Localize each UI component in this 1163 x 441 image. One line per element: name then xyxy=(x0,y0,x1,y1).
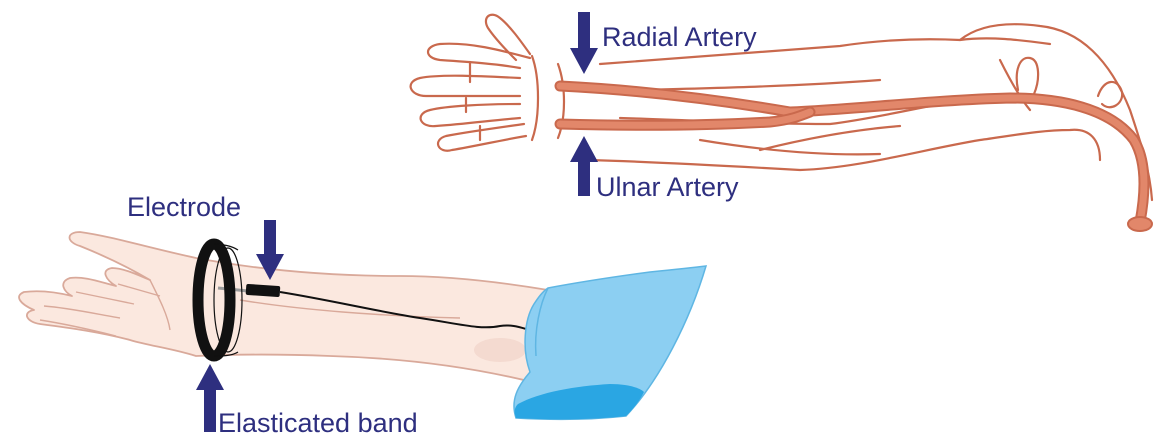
electrode-label: Electrode xyxy=(127,192,241,222)
ulnar-artery-pointer-icon xyxy=(570,136,598,196)
radial-artery-label: Radial Artery xyxy=(602,22,757,52)
radial-artery-pointer-icon xyxy=(570,12,598,74)
ulnar-artery-label: Ulnar Artery xyxy=(596,172,739,202)
elasticated-band-label: Elasticated band xyxy=(218,408,418,438)
artery-network xyxy=(560,86,1152,231)
